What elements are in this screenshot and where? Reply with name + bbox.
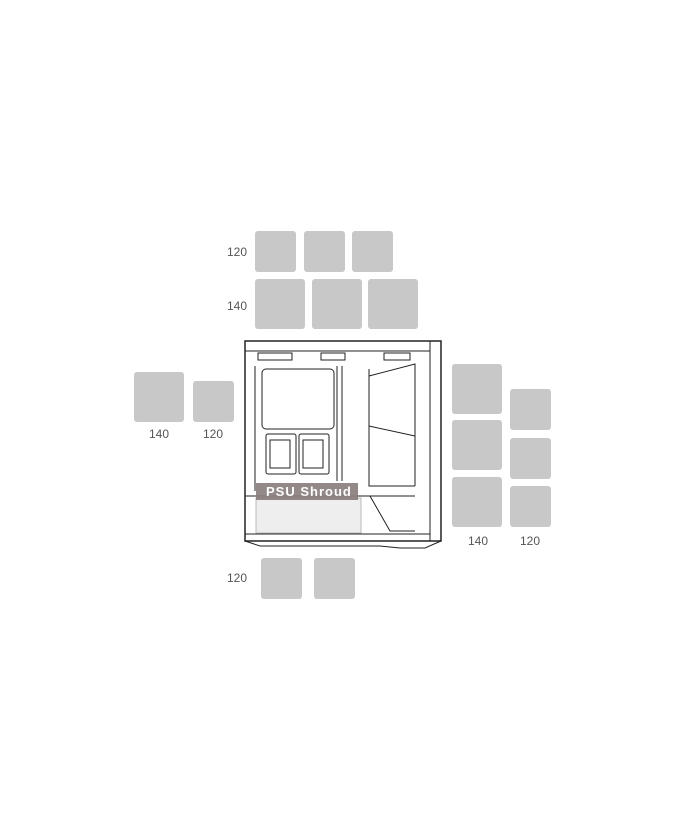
side-140-fan-slot — [452, 477, 502, 527]
top-140-fan-slot — [368, 279, 418, 329]
rear-140-label: 140 — [148, 427, 170, 441]
top-140-label: 140 — [226, 299, 248, 313]
bottom-120-fan-slot — [314, 558, 355, 599]
side-120-fan-slot — [510, 389, 551, 430]
side-120-fan-slot — [510, 486, 551, 527]
side-140-fan-slot — [452, 364, 502, 414]
side-140-label: 140 — [467, 534, 489, 548]
side-120-fan-slot — [510, 438, 551, 479]
top-120-fan-slot — [352, 231, 393, 272]
rear-120-fan-slot — [193, 381, 234, 422]
top-120-fan-slot — [304, 231, 345, 272]
rear-140-fan-slot — [134, 372, 184, 422]
bottom-120-fan-slot — [261, 558, 302, 599]
psu-shroud-label: PSU Shroud — [256, 483, 358, 500]
top-140-fan-slot — [312, 279, 362, 329]
bottom-120-label: 120 — [226, 571, 248, 585]
side-140-fan-slot — [452, 420, 502, 470]
side-120-label: 120 — [519, 534, 541, 548]
top-140-fan-slot — [255, 279, 305, 329]
top-120-label: 120 — [226, 245, 248, 259]
rear-120-label: 120 — [202, 427, 224, 441]
top-120-fan-slot — [255, 231, 296, 272]
pc-case-drawing — [244, 340, 442, 549]
